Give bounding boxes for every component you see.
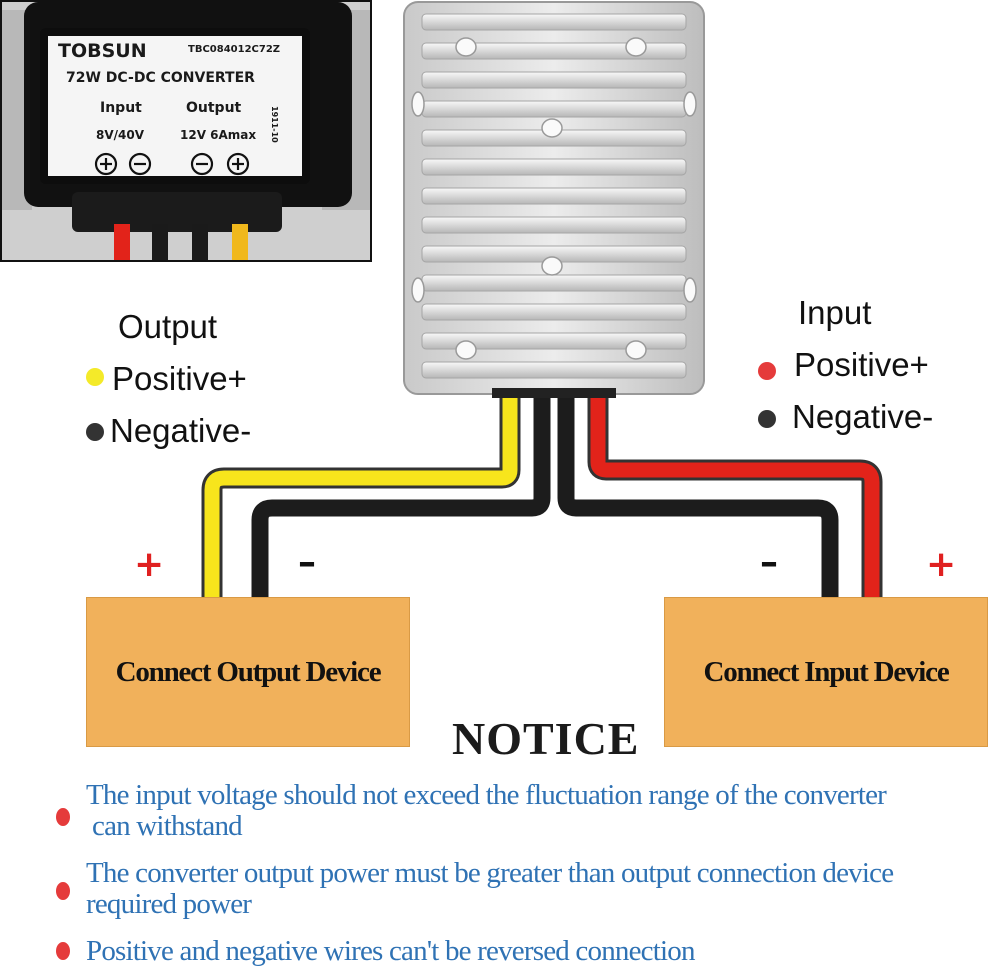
date-code: 1911-10 — [270, 106, 279, 143]
notice-bullet-icon — [56, 882, 70, 900]
heatsink-fin — [421, 361, 687, 379]
notice-bullet-icon — [56, 942, 70, 960]
converter-heatsink-icon — [403, 1, 705, 398]
heatsink-fin — [421, 303, 687, 321]
product-name: 72W DC-DC CONVERTER — [66, 70, 255, 86]
heatsink-fin — [421, 187, 687, 205]
converter-label-photo: TOBSUN TBC084012C72Z 72W DC-DC CONVERTER… — [0, 0, 372, 262]
output-legend-title: Output — [118, 308, 218, 345]
output-plus-sign: + — [134, 544, 165, 585]
terminal-polarity-icons — [94, 152, 250, 176]
notice-item-1-line1: The input voltage should not exceed the … — [86, 779, 887, 811]
input-minus-sign: – — [760, 542, 778, 583]
output-negative-label: Negative- — [110, 412, 252, 449]
output-device-label: Connect Output Device — [115, 655, 382, 688]
notice-item-1: The input voltage should not exceed the … — [86, 779, 887, 842]
output-device-box: Connect Output Device — [86, 597, 410, 747]
inset-input-label: Input — [100, 100, 142, 116]
input-negative-dot-icon — [758, 410, 776, 428]
output-rating: 12V 6Amax — [180, 128, 257, 142]
notice-item-3: Positive and negative wires can't be rev… — [86, 935, 695, 967]
notice-item-2: The converter output power must be great… — [86, 857, 894, 920]
output-negative-dot-icon — [86, 423, 104, 441]
heatsink-fin — [421, 158, 687, 176]
notice-bullet-icon — [56, 808, 70, 826]
converter-label-plate: TOBSUN TBC084012C72Z 72W DC-DC CONVERTER… — [40, 28, 310, 184]
output-minus-sign: – — [298, 542, 316, 583]
heatsink-fin — [421, 216, 687, 234]
input-device-label: Connect Input Device — [703, 655, 949, 688]
notice-title: NOTICE — [452, 713, 640, 764]
input-plus-sign: + — [926, 544, 957, 585]
input-positive-dot-icon — [758, 362, 776, 380]
notice-item-2-line1: The converter output power must be great… — [86, 857, 894, 889]
input-negative-label: Negative- — [792, 398, 934, 435]
input-positive-label: Positive+ — [794, 346, 929, 383]
heatsink-fin — [421, 13, 687, 31]
output-positive-dot-icon — [86, 368, 104, 386]
heatsink-fin — [421, 42, 687, 60]
brand-name: TOBSUN — [58, 40, 147, 62]
output-positive-label: Positive+ — [112, 360, 247, 397]
inset-output-label: Output — [186, 100, 242, 116]
input-device-box: Connect Input Device — [664, 597, 988, 747]
output-negative-wire — [251, 398, 551, 600]
input-negative-wire — [557, 398, 839, 600]
input-legend-title: Input — [798, 294, 872, 331]
heatsink-fin — [421, 71, 687, 89]
model-number: TBC084012C72Z — [188, 44, 281, 55]
notice-item-2-line2: required power — [86, 888, 252, 920]
input-voltage-range: 8V/40V — [96, 128, 145, 142]
heatsink-fin — [421, 332, 687, 350]
notice-item-1-line2: can withstand — [92, 810, 243, 842]
